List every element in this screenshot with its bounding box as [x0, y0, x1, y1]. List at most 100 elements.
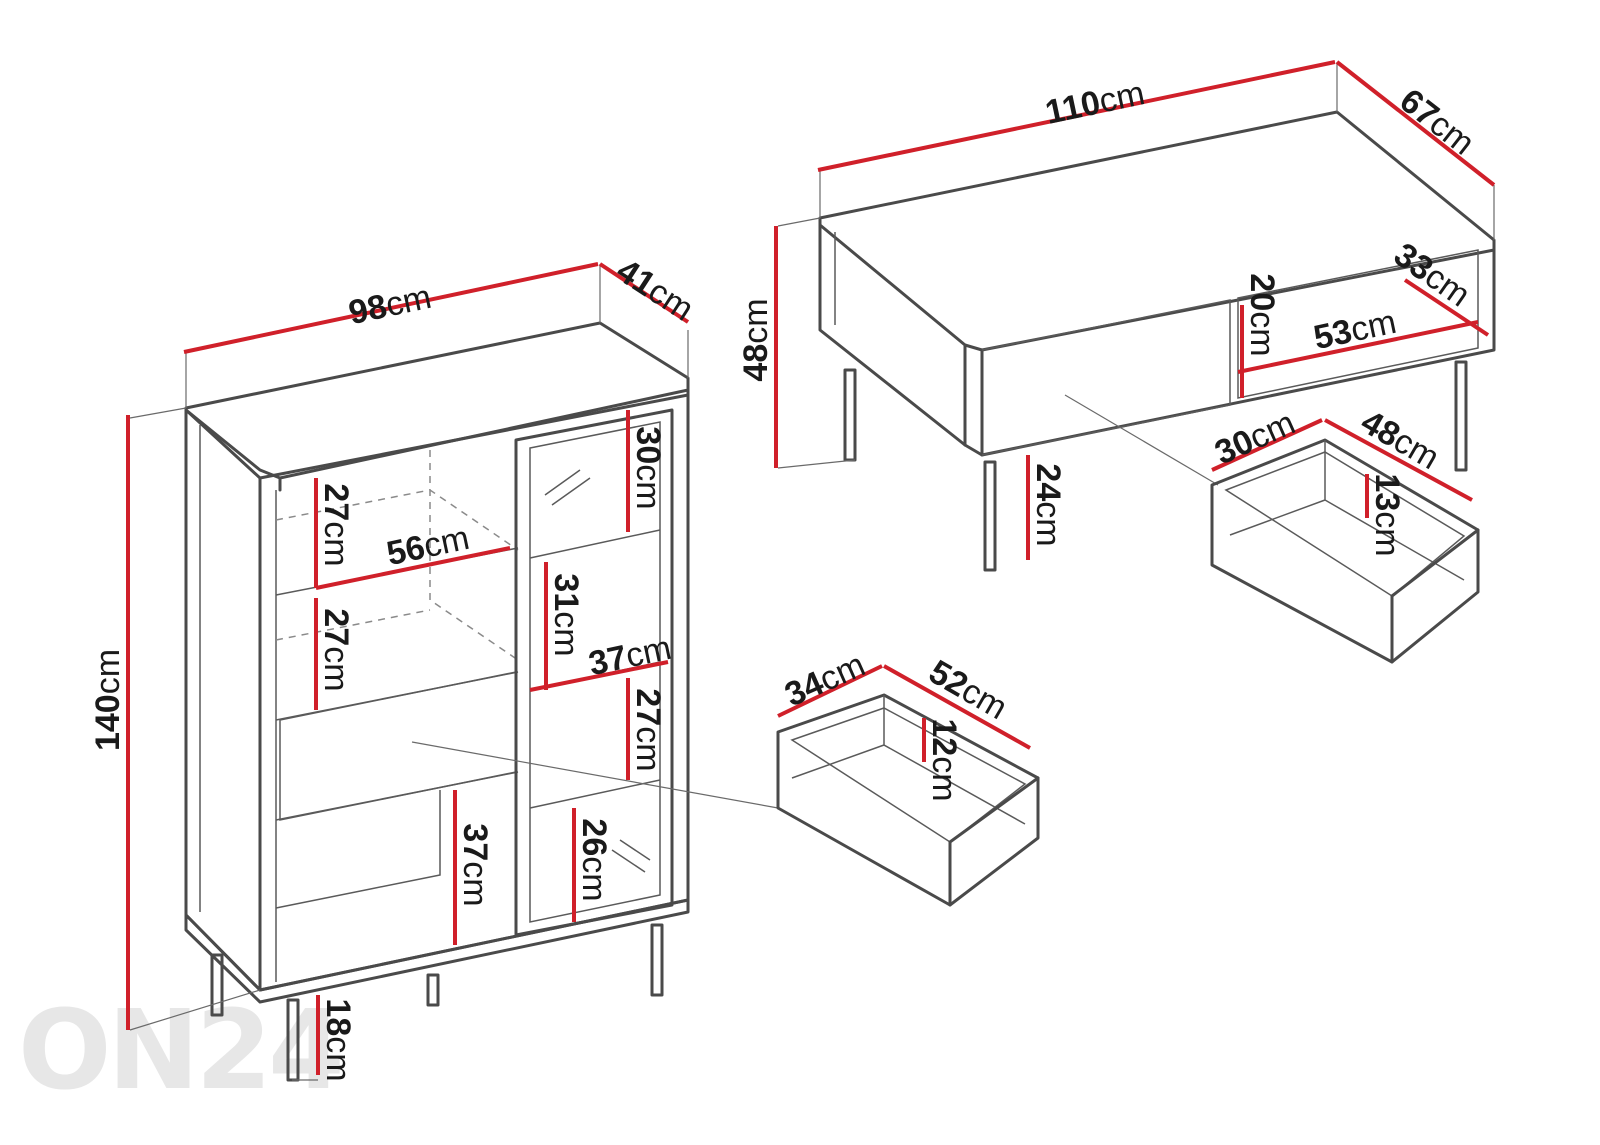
cabinet-leg-rear — [426, 973, 440, 1007]
cabinet-glass-lower-unit: cm — [629, 726, 667, 771]
table-extension-lines — [777, 62, 1495, 469]
glass-door-inner — [529, 421, 661, 923]
cabinet-lower-compartment — [275, 790, 441, 909]
table-leg-right — [1454, 360, 1468, 472]
cabinet-glass-lower-value: 27 — [629, 688, 667, 726]
dimension-lines — [126, 60, 1496, 1075]
table-drawer-inner-back — [1229, 440, 1465, 581]
table-drawer-pointer — [1064, 394, 1219, 486]
table-legs-label: 24cm — [1029, 463, 1067, 546]
cabinet-drawer-height-value: 12 — [925, 718, 963, 756]
cabinet-glass-mid-label: 31cm — [547, 573, 585, 656]
cabinet-left-inner-width-dimension-line — [315, 546, 511, 590]
table-drawer-depth-dimension-line — [1211, 418, 1323, 472]
cabinet-left-shelf-upper-value: 27 — [317, 483, 355, 521]
table-height-unit: cm — [737, 298, 775, 343]
glass-reflection — [544, 469, 651, 873]
table-drawing — [818, 110, 1496, 572]
cabinet-drawer-inner — [790, 707, 1027, 843]
table-compartment-height-unit: cm — [1243, 311, 1281, 356]
table-front-corner — [963, 343, 984, 457]
table-compartment-depth-dimension-line — [1403, 278, 1490, 337]
cabinet-left-inner-width-label: 56cm — [383, 519, 472, 573]
table-leg-front-left — [983, 460, 997, 572]
table-body — [818, 223, 1496, 457]
cabinet-left-shelf-upper-label: 27cm — [317, 483, 355, 566]
cabinet-bottom-compartment-label: 37cm — [456, 823, 494, 906]
extension-lines — [129, 62, 1495, 1081]
cabinet-drawer-width-label: 52cm — [922, 653, 1013, 727]
cabinet-drawer-box — [776, 693, 1040, 907]
table-depth-label: 67cm — [1393, 81, 1482, 162]
cabinet-left-inner-width-value: 56 — [383, 528, 428, 573]
cabinet-drawer-inner-back — [791, 695, 1026, 825]
cabinet-glass-top-label: 30cm — [629, 426, 667, 509]
cabinet-top — [184, 321, 690, 480]
cabinet-left-shelf-lower-label: 27cm — [317, 608, 355, 691]
cabinet-left-shelf-upper-unit: cm — [317, 521, 355, 566]
cabinet-hidden-lines — [275, 450, 519, 661]
table-width-value: 110 — [1042, 83, 1104, 132]
cabinet-glass-width-unit: cm — [622, 629, 674, 676]
cabinet-drawer-pointer — [411, 741, 779, 809]
cabinet-height-unit: cm — [89, 649, 127, 694]
table-compartment-width-unit: cm — [1347, 303, 1399, 350]
cabinet-depth-dimension-line — [598, 262, 690, 324]
table-legs-value: 24 — [1029, 463, 1067, 501]
table-width-unit: cm — [1096, 74, 1148, 121]
cabinet-width-unit: cm — [382, 278, 434, 325]
cabinet-glass-width-label: 37cm — [585, 629, 674, 683]
table-compartment-height-label: 20cm — [1243, 273, 1281, 356]
glass-door — [514, 408, 674, 937]
table-drawer-inner — [1224, 451, 1466, 597]
table-legs-unit: cm — [1029, 501, 1067, 546]
table-drawer-height-label: 13cm — [1368, 473, 1406, 556]
cabinet-extension-lines — [129, 264, 689, 1081]
cabinet-height-label: 140cm — [89, 649, 127, 751]
cabinet-leg-right — [650, 923, 664, 997]
watermark-logo: ON24 — [18, 986, 341, 1114]
cabinet-height-value: 140 — [89, 694, 127, 751]
cabinet-glass-lower-label: 27cm — [629, 688, 667, 771]
cabinet-drawer-height-label: 12cm — [925, 718, 963, 801]
cabinet-drawer-height-unit: cm — [925, 756, 963, 801]
table-leg-rear-left — [843, 368, 857, 462]
cabinet-glass-mid-unit: cm — [547, 611, 585, 656]
cabinet-drawer-depth-dimension-line — [777, 664, 883, 718]
table-compartment-width-value: 53 — [1310, 312, 1355, 357]
table-drawer-height-value: 13 — [1368, 473, 1406, 511]
table-open-compartment — [1237, 249, 1479, 399]
table-drawer-detail — [1210, 438, 1480, 664]
table-drawer-front-edge — [1390, 528, 1480, 664]
table-drawer-box — [1210, 438, 1480, 664]
table-compartment-depth-label: 33cm — [1387, 236, 1477, 315]
cabinet-bottom-compartment-unit: cm — [456, 861, 494, 906]
cabinet-glass-bottom-value: 26 — [575, 818, 613, 856]
cabinet-drawer-width-dimension-line — [883, 664, 1031, 750]
table-compartment-width-label: 53cm — [1310, 303, 1399, 357]
table-width-dimension-line — [817, 60, 1336, 172]
cabinet-left-shelf-lower-unit: cm — [317, 646, 355, 691]
cabinet-side-inner — [199, 425, 277, 982]
cabinet-side — [184, 408, 262, 992]
cabinet-glass-width-dimension-line — [529, 660, 669, 692]
cabinet-glass-top-unit: cm — [629, 464, 667, 509]
cabinet-glass-bottom-label: 26cm — [575, 818, 613, 901]
cabinet-width-label: 98cm — [345, 278, 434, 332]
cabinet-glass-mid-value: 31 — [547, 573, 585, 611]
cabinet-glass-bottom-unit: cm — [575, 856, 613, 901]
table-width-label: 110cm — [1042, 74, 1148, 132]
cabinet-glass-width-value: 37 — [585, 638, 630, 683]
table-drawer-height-unit: cm — [1368, 511, 1406, 556]
cabinet-legs-label: 18cm — [319, 998, 357, 1081]
cabinet-drawing — [184, 321, 779, 1082]
table-compartment-height-value: 20 — [1243, 273, 1281, 311]
cabinet-width-dimension-line — [183, 262, 599, 354]
table-drawer-width-dimension-line — [1324, 418, 1473, 502]
cabinet-glass-top-value: 30 — [629, 426, 667, 464]
cabinet-width-value: 98 — [345, 287, 390, 332]
cabinet-left-shelf-lower-value: 27 — [317, 608, 355, 646]
